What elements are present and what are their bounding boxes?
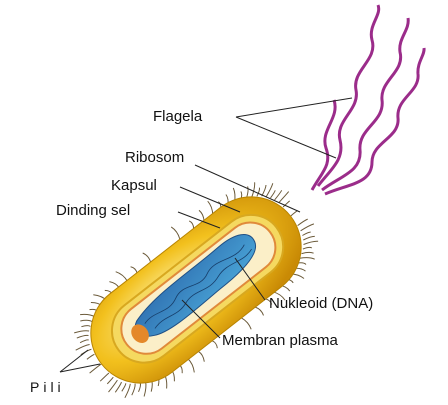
- pilus: [303, 240, 319, 245]
- label-pili: Pili: [30, 379, 65, 395]
- pilus: [188, 220, 195, 229]
- label-flagela: Flagela: [153, 108, 203, 125]
- pilus: [261, 184, 267, 197]
- pilus: [86, 353, 95, 360]
- pilus: [130, 266, 138, 274]
- pilus: [106, 376, 114, 385]
- pilus: [114, 381, 122, 393]
- flagellum-4: [310, 99, 337, 191]
- leader-lines: [59, 97, 353, 373]
- pilus: [299, 257, 315, 260]
- pilus: [207, 200, 214, 216]
- pilus: [99, 372, 110, 382]
- pilus: [301, 251, 314, 255]
- pilus: [198, 209, 205, 222]
- pilus: [297, 218, 308, 226]
- label-ribosom: Ribosom: [125, 149, 184, 166]
- pilus: [138, 382, 142, 393]
- label-dinding-sel: Dinding sel: [56, 202, 130, 219]
- pilus: [303, 235, 315, 241]
- pilus: [270, 190, 276, 199]
- pilus: [79, 339, 89, 344]
- pilus: [302, 231, 311, 236]
- pilus: [142, 252, 152, 263]
- pilus: [80, 313, 96, 318]
- ribosome-cluster: [131, 324, 149, 344]
- pilus: [89, 363, 102, 374]
- pilus: [256, 187, 261, 197]
- pilus: [76, 334, 89, 339]
- pilus: [108, 379, 118, 393]
- pilus: [170, 226, 181, 240]
- pilus: [75, 344, 90, 351]
- pilus: [282, 200, 291, 208]
- pilus: [302, 246, 313, 250]
- pilus: [187, 358, 195, 373]
- pilus: [300, 223, 315, 232]
- pilus: [211, 340, 218, 349]
- pilus: [241, 317, 252, 330]
- flagellum-3: [324, 47, 426, 196]
- pilus: [121, 383, 127, 392]
- pilus: [254, 306, 264, 316]
- pilus: [251, 182, 256, 198]
- flagella: [310, 4, 426, 196]
- pilus: [81, 325, 91, 328]
- pilus: [124, 383, 131, 399]
- pilus: [265, 183, 274, 197]
- nucleoid: [134, 234, 257, 337]
- bacterium-body: [90, 196, 302, 384]
- label-membran-plasma: Membran plasma: [222, 332, 339, 349]
- flagellum-2: [321, 17, 410, 192]
- pilus: [131, 383, 136, 396]
- flagellum-1: [316, 4, 381, 187]
- label-kapsul: Kapsul: [111, 177, 157, 194]
- pilus: [143, 381, 147, 397]
- pilus: [115, 271, 128, 282]
- pilus: [274, 190, 283, 201]
- pilus: [74, 330, 90, 334]
- dna-strands: [144, 244, 252, 329]
- label-nukleoid: Nukleoid (DNA): [269, 295, 373, 312]
- pilus: [198, 350, 205, 362]
- pilus: [278, 191, 290, 204]
- pilus: [80, 319, 93, 323]
- pilus: [290, 210, 298, 217]
